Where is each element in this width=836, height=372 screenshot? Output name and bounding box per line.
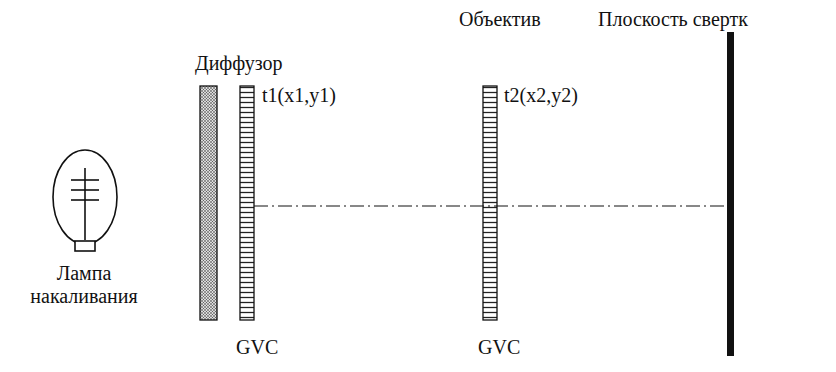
gvc-label: GVC	[478, 336, 520, 359]
optical-axis	[254, 206, 730, 207]
diffuser	[200, 86, 217, 320]
lamp-label: Лампа накаливания	[14, 262, 154, 308]
gvc-plate	[483, 86, 497, 320]
transmittance-label: t1(x1,y1)	[262, 84, 336, 107]
plane-label: Плоскость свертк	[598, 8, 748, 31]
gvc-label: GVC	[236, 336, 278, 359]
diffuser-label: Диффузор	[195, 52, 282, 75]
lamp	[53, 150, 117, 251]
lens-label: Объектив	[459, 8, 541, 31]
transmittance-label: t2(x2,y2)	[504, 84, 578, 107]
gvc-plate	[240, 86, 254, 320]
convolution-plane	[727, 32, 734, 356]
